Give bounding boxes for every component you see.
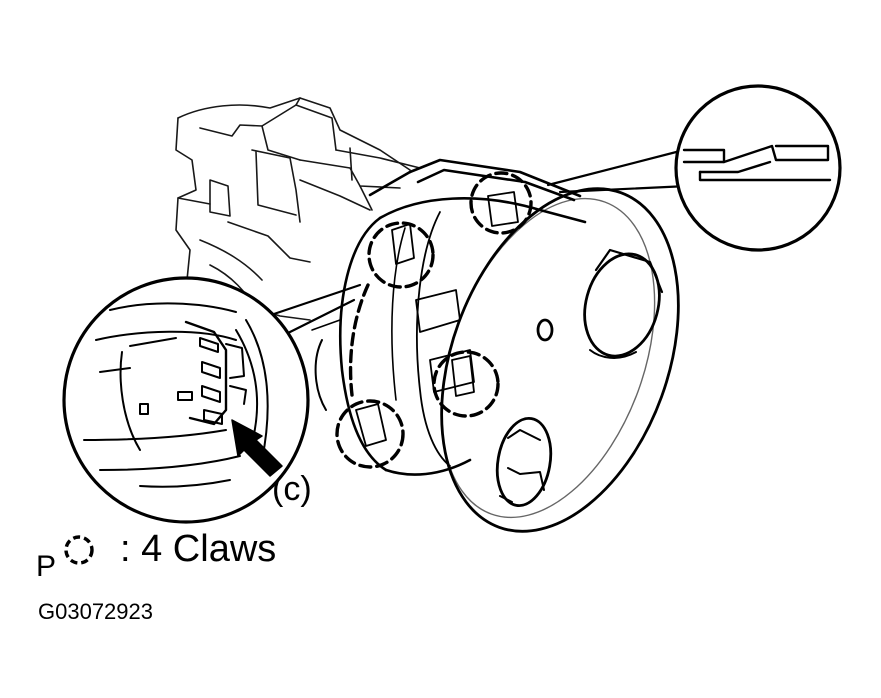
lower-socket [495, 417, 553, 507]
claw-marker-2 [367, 221, 435, 289]
front-face-plate [440, 187, 680, 533]
legend-prefix: P [36, 550, 57, 583]
callout-label: (c) [272, 470, 312, 508]
arrow-icon [231, 419, 283, 477]
claw-marker-4 [335, 399, 405, 469]
small-hole [536, 318, 554, 342]
dashed-circle-icon [64, 535, 94, 565]
figure-id: G03072923 [38, 599, 153, 624]
claw-marker-1 [469, 171, 533, 235]
detail-magnifier-top [546, 84, 842, 252]
detail-magnifier-left [62, 276, 362, 524]
claw-marker-3 [432, 350, 500, 418]
knob [583, 252, 661, 358]
legend-text: : 4 Claws [120, 528, 277, 570]
claw-markers [335, 171, 533, 469]
